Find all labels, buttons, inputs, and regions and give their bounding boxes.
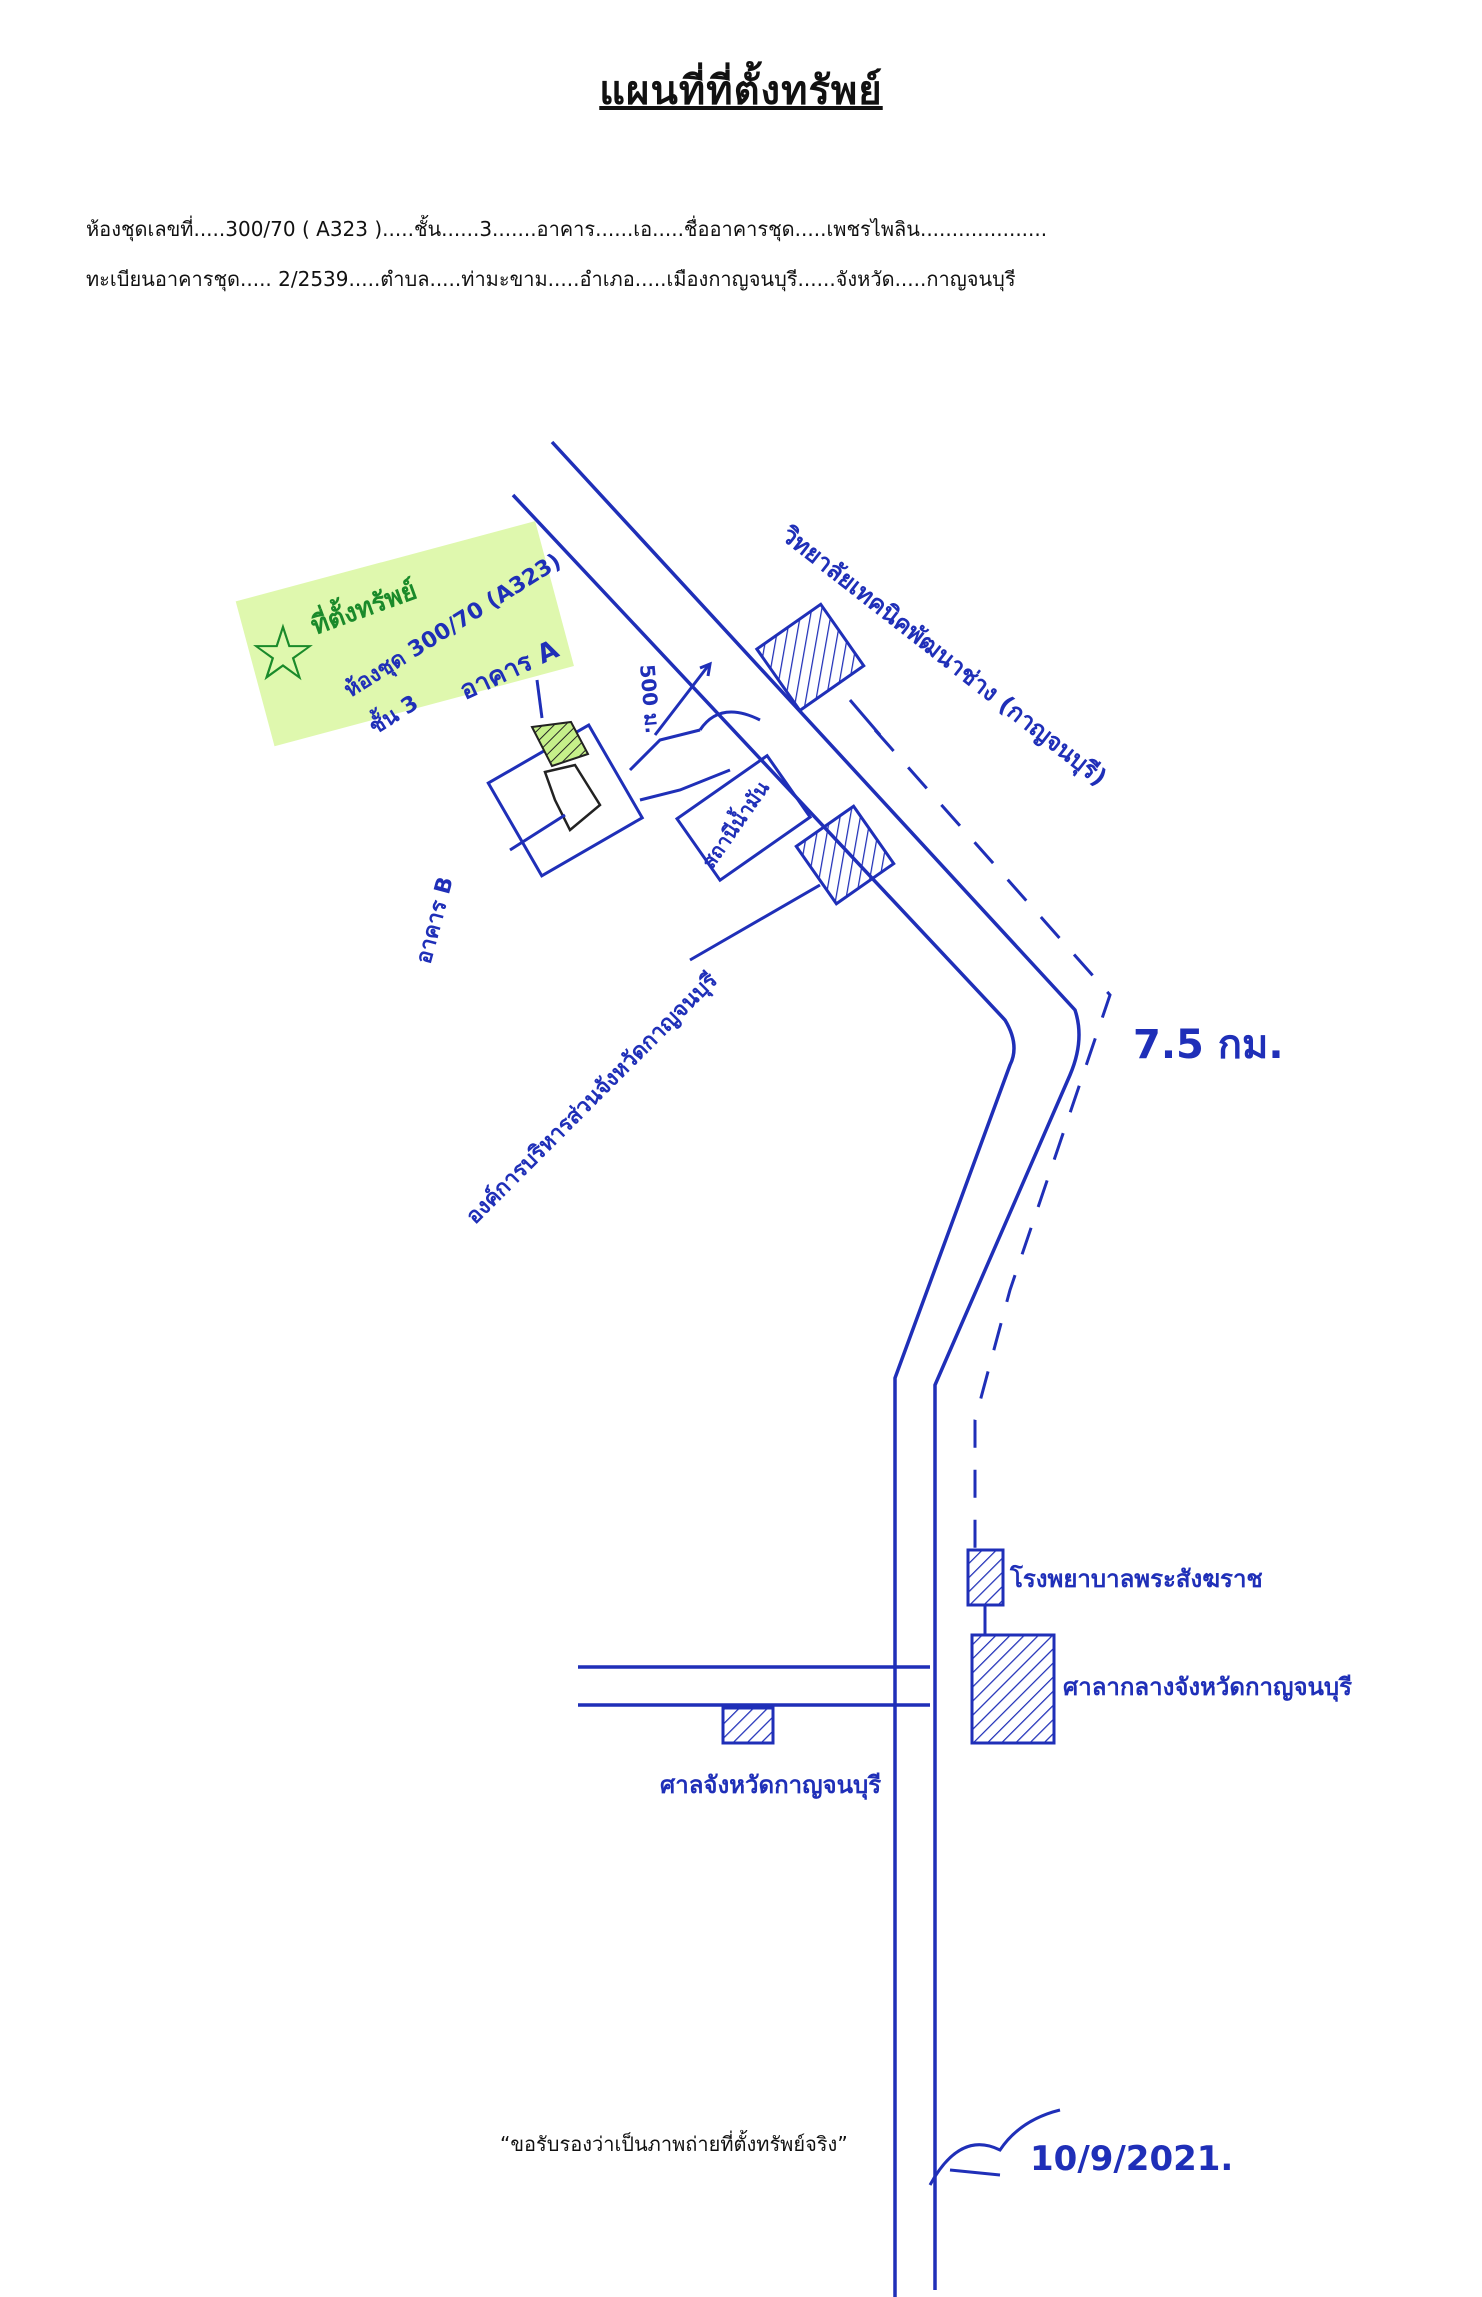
property-site: [486, 720, 645, 878]
city-hall-marker: [970, 1633, 1056, 1745]
distance-meters-label: 500 ม.: [635, 663, 665, 734]
star-icon: ☆: [248, 609, 318, 699]
court-marker: [721, 1706, 775, 1745]
building-b-label: อาคาร B: [412, 874, 459, 966]
access-road: [628, 710, 761, 802]
page-title: แผนที่ที่ตั้งทรัพย์: [599, 68, 883, 114]
court-label: ศาลจังหวัดกาญจนบุรี: [660, 1771, 881, 1801]
city-hall-label: ศาลากลางจังหวัดกาญจนบุรี: [1063, 1673, 1352, 1703]
distance-arrow: [653, 661, 712, 736]
main-road: [511, 440, 1081, 2297]
sao-arrow: [689, 883, 821, 962]
building-b-arrow: [509, 813, 566, 852]
hospital-marker: [966, 1548, 1005, 1607]
building-a-arrow: [535, 679, 544, 719]
certification-text: “ขอรับรองว่าเป็นภาพถ่ายที่ตั้งทรัพย์จริง…: [500, 2132, 848, 2156]
property-highlight: [235, 521, 574, 747]
signature-date: 10/9/2021.: [1030, 2139, 1233, 2179]
gas-station-label: สถานีน้ำมัน: [694, 774, 774, 872]
gas-station: [674, 753, 813, 883]
side-road: [578, 1665, 930, 1707]
signature: [928, 2108, 1061, 2186]
college-arrow: [848, 699, 882, 736]
hospital-label: โรงพยาบาลพระสังฆราช: [1009, 1564, 1263, 1593]
distance-km-label: 7.5 กม.: [1133, 1022, 1284, 1068]
road-centerline: [873, 729, 1112, 1560]
college-marker: [754, 602, 866, 713]
unit-info-line: ห้องชุดเลขที่.....300/70 ( A323 ).....ชั…: [86, 217, 1048, 241]
registration-info-line: ทะเบียนอาคารชุด..... 2/2539.....ตำบล....…: [86, 267, 1016, 291]
sao-marker: [794, 804, 896, 906]
sao-label: องค์การบริหารส่วนจังหวัดกาญจนบุรี: [461, 967, 724, 1230]
